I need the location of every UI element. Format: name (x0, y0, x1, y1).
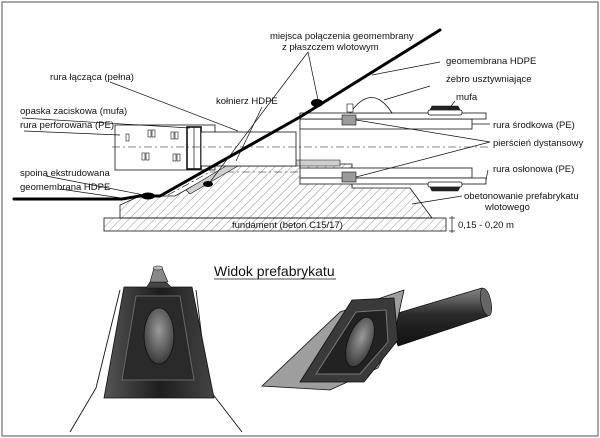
spacer-ring-bottom (341, 171, 357, 183)
leader-obetonowanie (411, 195, 463, 205)
label-obetonowanie-line2: wlotowego (484, 202, 530, 213)
labels: rura łącząca (pełna) opaska zaciskowa (m… (20, 31, 584, 279)
extruded-weld (141, 192, 155, 200)
iso-opening (345, 316, 375, 368)
label-geomembrana-right: geomembrana HDPE (446, 56, 536, 67)
label-rura-laczaca: rura łącząca (pełna) (50, 72, 134, 83)
label-rura-perforowana: rura perforowana (PE) (20, 120, 114, 131)
label-miejsca-line2: z płaszczem wlotowym (282, 42, 379, 53)
iso-pipe-end (480, 287, 492, 317)
label-zebro: żebro usztywniające (446, 74, 532, 85)
spacer-ring-top (341, 114, 357, 126)
leader-lines (21, 51, 491, 205)
casing-pipe-bottom (299, 177, 487, 185)
coupling-bottom (427, 181, 463, 188)
label-rura-srodkowa: rura środkowa (PE) (493, 120, 575, 131)
geomembrane-lower (12, 115, 302, 201)
leader-pierscien-top (355, 119, 491, 143)
leader-pierscien-bottom (355, 141, 491, 178)
leader-rura-perforowana (23, 130, 121, 136)
label-kolnierz: kołnierz HDPE (216, 96, 278, 107)
middle-pipe-top-wall (299, 118, 473, 130)
membrane-connection-point-upper (311, 99, 323, 107)
geomembrane-upper (298, 28, 442, 119)
leader-zebro (383, 85, 431, 101)
front-pipe-mouth (152, 265, 164, 271)
label-spoina: spoina ekstrudowana (20, 168, 110, 179)
connecting-pipe (200, 131, 297, 167)
label-geomembrana-left: geomembrana HDPE (20, 182, 110, 193)
stiffening-rib (349, 97, 393, 114)
front-opening (143, 307, 175, 365)
leader-mufa (447, 100, 456, 111)
label-widok-title: Widok prefabrykatu (214, 263, 335, 279)
leader-spoina (45, 175, 145, 196)
leader-geomembrana-right (371, 61, 441, 76)
label-opaska: opaska zaciskowa (mufa) (20, 106, 127, 117)
prefab-front-view (69, 265, 243, 433)
coupling-top (427, 109, 463, 116)
label-obetonowanie-line1: obetonowanie prefabrykatu (464, 191, 579, 202)
iso-pipe (387, 287, 489, 347)
front-neck (145, 281, 173, 289)
coupling-bottom-cap (429, 186, 461, 192)
label-miejsca-line1: miejsca połączenia geomembrany (270, 31, 414, 42)
rib-bolt (346, 103, 354, 113)
leader-rura-oslonowa (485, 169, 489, 181)
coupling-top-cap (429, 105, 461, 111)
label-rura-oslonowa: rura osłonowa (PE) (493, 164, 574, 175)
leader-kolnierz (235, 106, 263, 162)
label-dimension: 0,15 - 0,20 m (458, 220, 514, 231)
leader-miejsca-upper (307, 51, 319, 101)
cross-section (12, 28, 490, 233)
leader-geomembrana-left (59, 188, 129, 200)
front-membrane-left (69, 289, 121, 433)
membrane-connection-point-lower (203, 181, 213, 187)
label-mufa: mufa (456, 92, 478, 103)
leader-opaska (21, 117, 191, 129)
prefab-isometric-view (261, 287, 492, 391)
label-fundament: fundament (beton C15/17) (232, 220, 343, 231)
leader-rura-laczaca (109, 81, 239, 132)
leader-miejsca-lower (209, 51, 309, 183)
label-pierscien: pierścień dystansowy (493, 138, 584, 149)
perforation-holes (125, 129, 181, 162)
